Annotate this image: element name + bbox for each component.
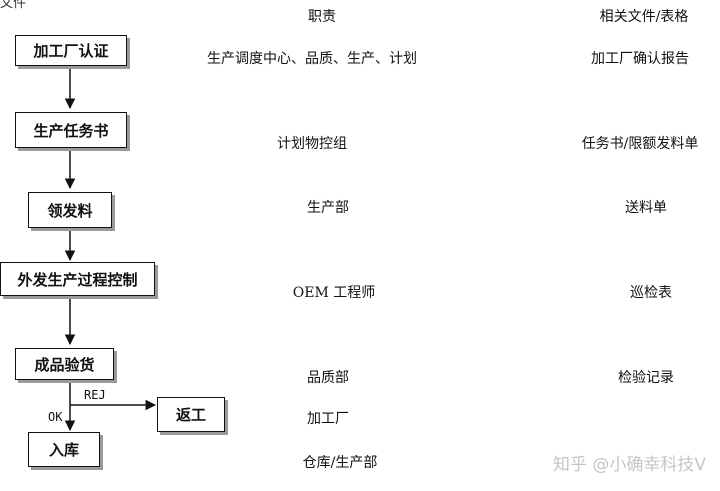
step-box-material-issue: 领发料 <box>28 192 112 228</box>
doc-outsourced-process-control: 巡检表 <box>630 285 672 301</box>
flow-label-ok: OK <box>48 410 63 424</box>
duty-warehouse-entry: 仓库/生产部 <box>302 455 378 471</box>
doc-production-order: 任务书/限额发料单 <box>581 136 699 152</box>
step-box-warehouse-entry: 入库 <box>28 432 100 467</box>
step-box-outsourced-process-control: 外发生产过程控制 <box>0 262 155 296</box>
step-box-factory-certification: 加工厂认证 <box>15 35 127 66</box>
duty-rework: 加工厂 <box>307 411 349 427</box>
step-box-production-order: 生产任务书 <box>15 112 127 148</box>
cropped-header-text: 文件 <box>0 0 27 11</box>
column-header-documents: 相关文件/表格 <box>599 9 689 25</box>
duty-finished-goods-inspection: 品质部 <box>307 370 349 386</box>
duty-factory-certification: 生产调度中心、品质、生产、计划 <box>207 51 417 67</box>
flow-label-rej: REJ <box>84 388 106 402</box>
step-box-rework: 返工 <box>157 397 225 432</box>
step-box-finished-goods-inspection: 成品验货 <box>15 348 114 380</box>
watermark: 知乎 @小确幸科技V <box>552 455 706 475</box>
doc-factory-certification: 加工厂确认报告 <box>591 51 689 67</box>
doc-material-issue: 送料单 <box>625 200 667 216</box>
doc-finished-goods-inspection: 检验记录 <box>618 370 674 386</box>
duty-outsourced-process-control: OEM 工程师 <box>292 285 376 301</box>
duty-material-issue: 生产部 <box>307 200 349 216</box>
duty-production-order: 计划物控组 <box>277 136 347 152</box>
column-header-duty: 职责 <box>308 9 336 25</box>
